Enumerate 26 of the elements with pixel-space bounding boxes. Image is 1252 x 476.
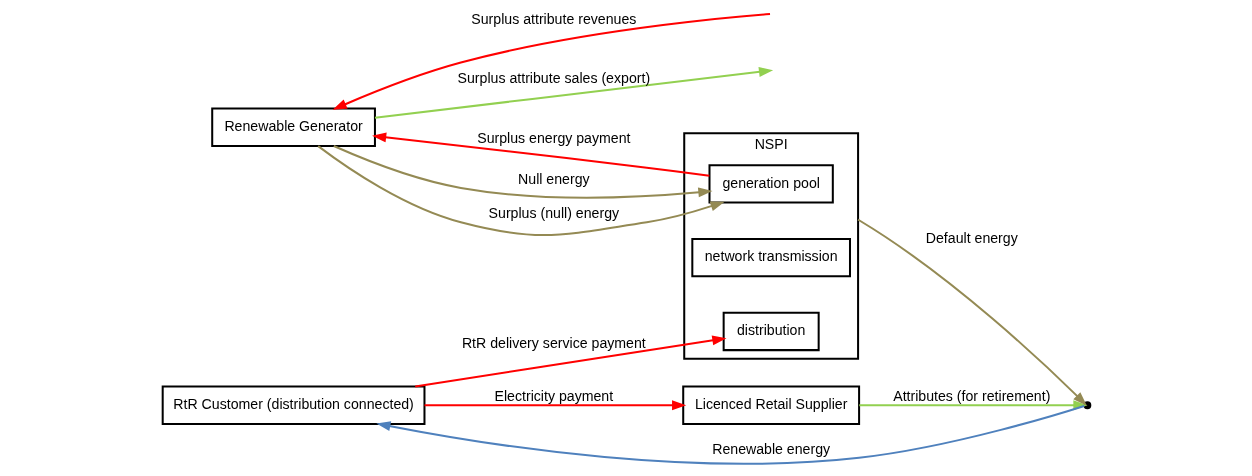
edge-label: Electricity payment	[494, 387, 613, 404]
arrow	[374, 66, 773, 119]
node-box: Renewable Generator	[210, 107, 376, 147]
edge-label: Attributes (for retirement)	[892, 387, 1050, 404]
node-box: generation pool	[708, 163, 834, 204]
edge-label: Surplus attribute revenues	[470, 10, 636, 27]
edge-label: Default energy	[925, 229, 1018, 246]
node-box: network transmission	[690, 237, 851, 277]
arrow	[332, 144, 712, 199]
edge-label: RtR delivery service payment	[461, 334, 646, 351]
node-box: Licenced Retail Supplier	[681, 385, 860, 425]
node-box: RtR Customer (distribution connected)	[161, 385, 425, 425]
arrow	[332, 12, 770, 110]
arrow	[414, 334, 726, 387]
node-box: distribution	[722, 311, 820, 351]
arrow	[317, 144, 725, 236]
arrow	[371, 131, 709, 177]
edge-label: Surplus (null) energy	[488, 204, 619, 221]
arrow	[375, 404, 1084, 465]
node-point	[1083, 400, 1091, 409]
arrow	[424, 399, 686, 410]
edge-label: Surplus energy payment	[476, 129, 630, 146]
arrow	[857, 218, 1087, 406]
edge-label: Null energy	[517, 170, 590, 187]
edge-label: Renewable energy	[711, 440, 830, 457]
edge-label: Surplus attribute sales (export)	[457, 69, 650, 86]
